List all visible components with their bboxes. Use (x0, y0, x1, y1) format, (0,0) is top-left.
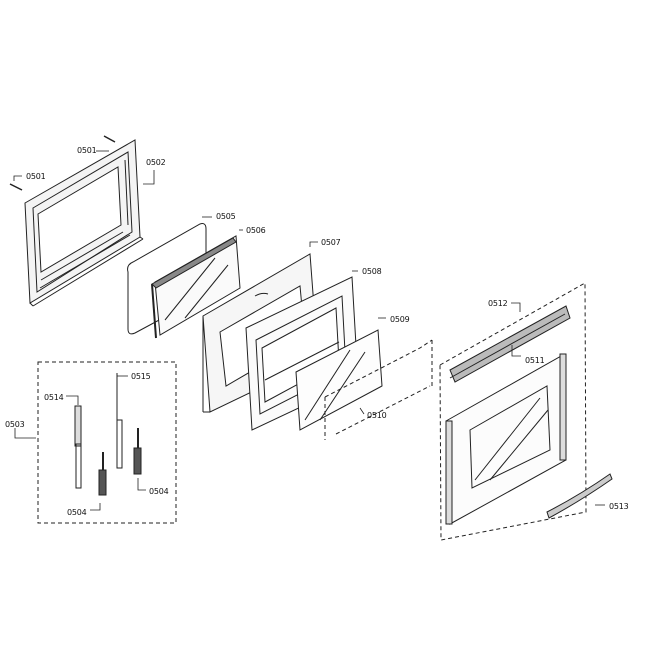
callout-0509: 0509 (390, 315, 410, 324)
callout-0514: 0514 (44, 393, 64, 402)
outer-door-panel (445, 353, 567, 525)
callout-0503: 0503 (5, 420, 25, 429)
callout-0501-top: 0501 (77, 146, 97, 155)
hinge-channel-0515 (116, 373, 123, 469)
handle-trim-0511 (449, 305, 571, 383)
callout-0504-left: 0504 (67, 508, 87, 517)
outer-door-frame-0502 (24, 139, 144, 307)
handle-assembly-box-0512 (439, 282, 587, 541)
glass-bracket-0510 (324, 339, 433, 440)
hinge-0504-left (98, 452, 107, 496)
hinge-0504-right (133, 428, 142, 475)
handle-bar-0513 (546, 473, 613, 519)
hinge-kit-box-0503 (37, 361, 177, 524)
callout-0501-left: 0501 (26, 172, 46, 181)
callout-0515: 0515 (131, 372, 151, 381)
callout-0513: 0513 (609, 502, 629, 511)
door-clip-0501-top (103, 135, 116, 143)
callout-0510: 0510 (367, 411, 387, 420)
callout-0508: 0508 (362, 267, 382, 276)
callout-0511: 0511 (525, 356, 545, 365)
callout-0506: 0506 (246, 226, 266, 235)
callout-0512: 0512 (488, 299, 508, 308)
callout-0502: 0502 (146, 158, 166, 167)
intermediate-glass-0509 (295, 329, 383, 431)
outer-glass-0506 (151, 235, 241, 339)
callout-0504-right: 0504 (149, 487, 169, 496)
door-clip-0501-left (9, 183, 23, 191)
callout-0507: 0507 (321, 238, 341, 247)
callout-0505: 0505 (216, 212, 236, 221)
leader-lines (13, 150, 605, 511)
hinge-channel-0514 (74, 405, 82, 489)
